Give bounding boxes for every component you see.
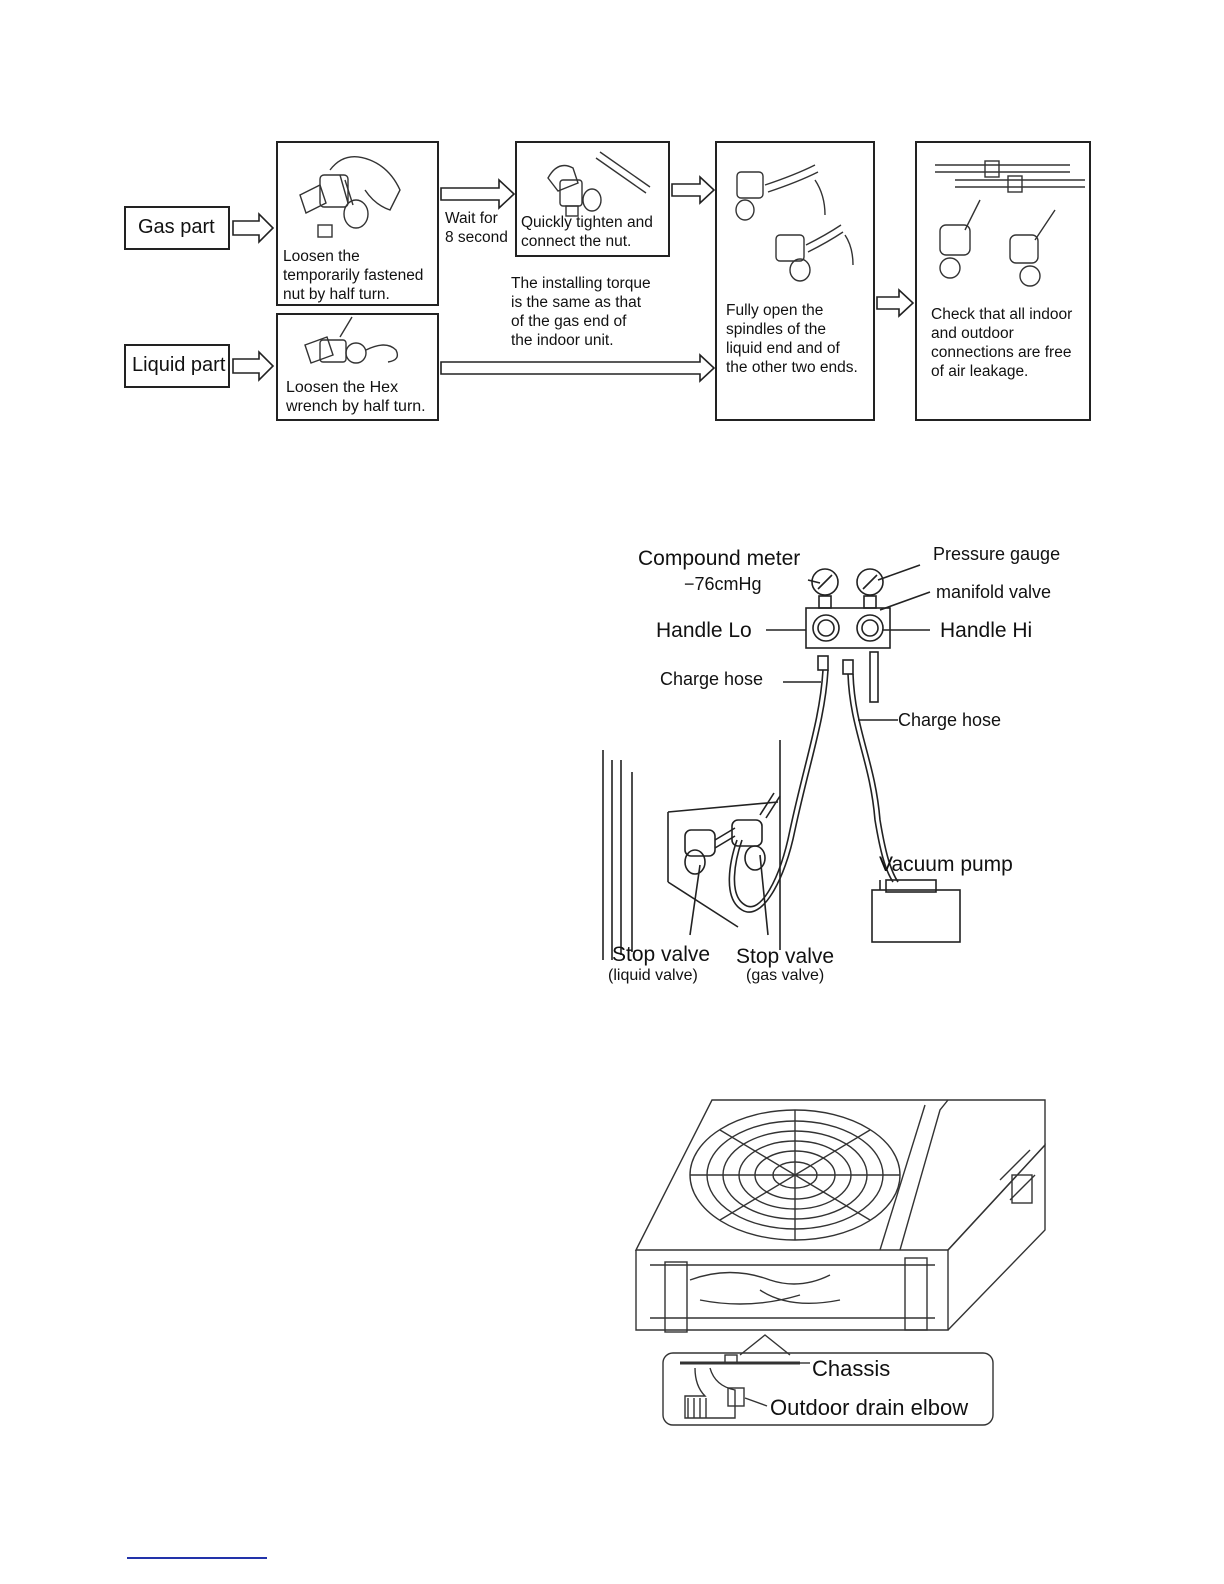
compound-meter-gauge [811,568,839,596]
step-liquid-1-text: Loosen the Hex wrench by half turn. [286,379,426,415]
pipes-and-valves-icon [935,160,1085,287]
compound-meter-label: Compound meter [638,547,801,570]
handle-hi-label: Handle Hi [940,619,1033,642]
step-gas-1-text: Loosen the temporarily fastened nut by h… [283,248,424,303]
arrow-liquid-to-open [440,353,716,383]
liquid-part-box [124,344,230,388]
charge-hose-left-label: Charge hose [660,669,764,689]
compound-meter-value: −76cmHg [684,574,762,594]
stop-valve-gas-label: Stop valve [736,945,835,968]
step-check-text: Check that all indoor and outdoor connec… [931,306,1073,380]
wrench-valve-icon [547,151,651,217]
manifold-illustration [602,564,961,960]
arrow-open-to-check [876,288,915,318]
step-box-gas-1 [276,141,439,306]
handle-lo-label: Handle Lo [656,619,752,642]
charge-hose-right [847,673,894,883]
drain-callout-box [662,1352,994,1426]
stop-valve-gas-icon [731,792,781,871]
torque-note: The installing torque is the same as tha… [511,275,651,349]
step-box-liquid-1 [276,313,439,421]
handle-hi-knob [856,614,884,642]
gas-part-box [124,206,230,250]
vacuum-pump-body [871,889,961,943]
step-open-text: Fully open the spindles of the liquid en… [726,302,858,376]
drain-elbow-icon [684,1367,745,1419]
pressure-gauge-label: Pressure gauge [933,544,1061,564]
stop-valve-gas-sublabel: (gas valve) [746,967,825,984]
stop-valve-liquid-sublabel: (liquid valve) [608,967,698,984]
chassis-label: Chassis [812,1356,891,1381]
arrow-liquid-to-step1 [232,350,275,382]
liquid-part-label: Liquid part [132,354,226,376]
step-box-gas-2 [515,141,670,257]
vacuum-pump-label: Vacuum pump [879,853,1013,876]
gas-part-label: Gas part [138,216,215,238]
stop-valve-liquid-label: Stop valve [612,943,711,966]
hand-valve-icon [299,156,401,238]
wait-text: Wait for 8 second [445,210,508,246]
manifold-valve-body [805,607,891,649]
handle-lo-knob [812,614,840,642]
outdoor-unit-illustration [634,1099,1046,1426]
charge-hose-left [733,669,824,908]
hex-wrench-valve-icon [304,316,399,364]
flow-arrows-and-illustrations [232,151,1085,383]
arrow-step2-to-open [671,175,716,205]
drain-elbow-label: Outdoor drain elbow [770,1395,969,1420]
footer-rule [127,1557,267,1559]
charge-hose-right-label: Charge hose [898,710,1002,730]
step-box-open [715,141,875,421]
fan-grille-icon [689,1109,901,1241]
manifold-valve-label: manifold valve [936,582,1052,602]
pressure-gauge-dial [856,568,884,596]
step-gas-2-text: Quickly tighten and connect the nut. [521,214,653,250]
arrow-step1-to-step2 [440,178,516,210]
arrow-gas-to-step1 [232,212,275,244]
open-valves-icon [735,164,854,282]
